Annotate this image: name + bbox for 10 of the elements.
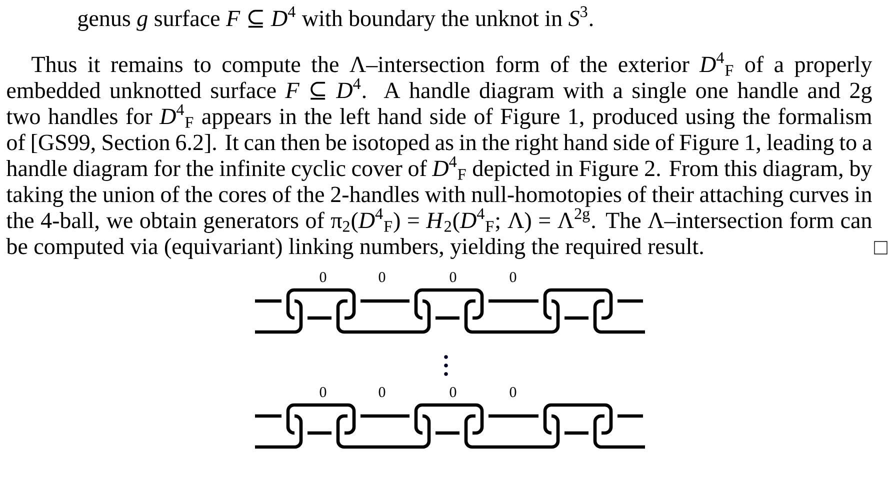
framing-label: 0 [378,272,386,282]
paragraph-text: Thus it remains to compute the Λ–intersection form of the exterior D$^{4}$$_{F}$ of a properly embedded unknotted surface F ⊆ D$^{4}$. A handle diagram with a single one handle and 2g two handles for D$^{4}$$_{F}$ appears in the left hand side of Figure 1, produced using the formalism of [GS99, Section 6.2]. It can then be isotoped as in the right hand side of Figure 1, leading to a handle diagram for the infinite cyclic cover of D$^{4}$$_{F}$ depicted in Figure 2. From this diagram, by taking the union of the cores of the 2-handles with null-homotopies of their attaching curves in the 4-ball, we obtain generators of π$_{2}$(D$^{4}$$_{F}$) = H$_{2}$(D$^{4}$$_{F}$; Λ) = Λ$^{2g}$. The Λ–intersection form can be computed via (equivariant) linking numbers, yielding the required result. [6,52,872,259]
framing-label: 0 [378,387,386,398]
framing-label: 0 [510,387,516,398]
framing-label: 0 [320,387,326,398]
framing-label: 0 [510,272,516,282]
framing-label: 0 [450,387,456,398]
caption-text: genus g surface F ⊆ D$^{4}$ with boundary the unknot in S$^{3}$. [78,6,593,31]
framing-label: 0 [320,272,326,282]
framing-label: 0 [450,272,456,282]
